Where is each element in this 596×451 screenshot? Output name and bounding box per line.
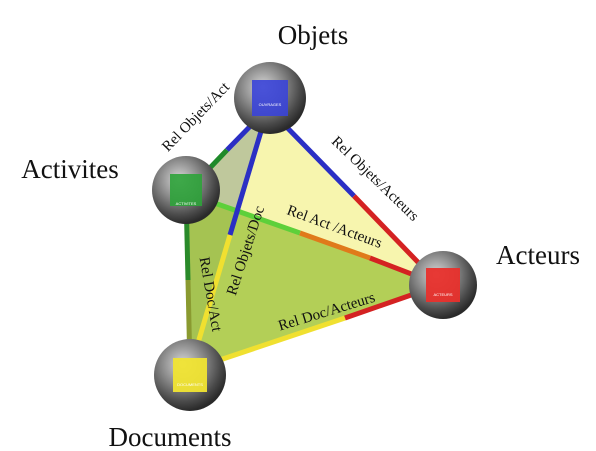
node-activites: ACTIVITES (152, 156, 220, 224)
acteurs-box (426, 268, 460, 302)
documents-title: Documents (109, 422, 232, 451)
face-bottom (186, 193, 440, 370)
objets-title: Objets (278, 20, 349, 50)
node-objets: OUVRAGES (234, 62, 306, 134)
acteurs-title: Acteurs (496, 240, 580, 270)
objets-box (252, 80, 288, 116)
objets-box-label: OUVRAGES (259, 102, 282, 107)
node-documents: DOCUMENTS (154, 339, 226, 411)
activites-box-label: ACTIVITES (176, 201, 197, 206)
documents-box-label: DOCUMENTS (177, 382, 203, 387)
node-acteurs: ACTEURS (409, 251, 477, 319)
rel-objets-act-label: Rel Objets/Act (159, 79, 233, 155)
documents-box (173, 358, 207, 392)
activites-title: Activites (21, 154, 118, 184)
activites-box (170, 174, 202, 206)
acteurs-box-label: ACTEURS (433, 292, 452, 297)
